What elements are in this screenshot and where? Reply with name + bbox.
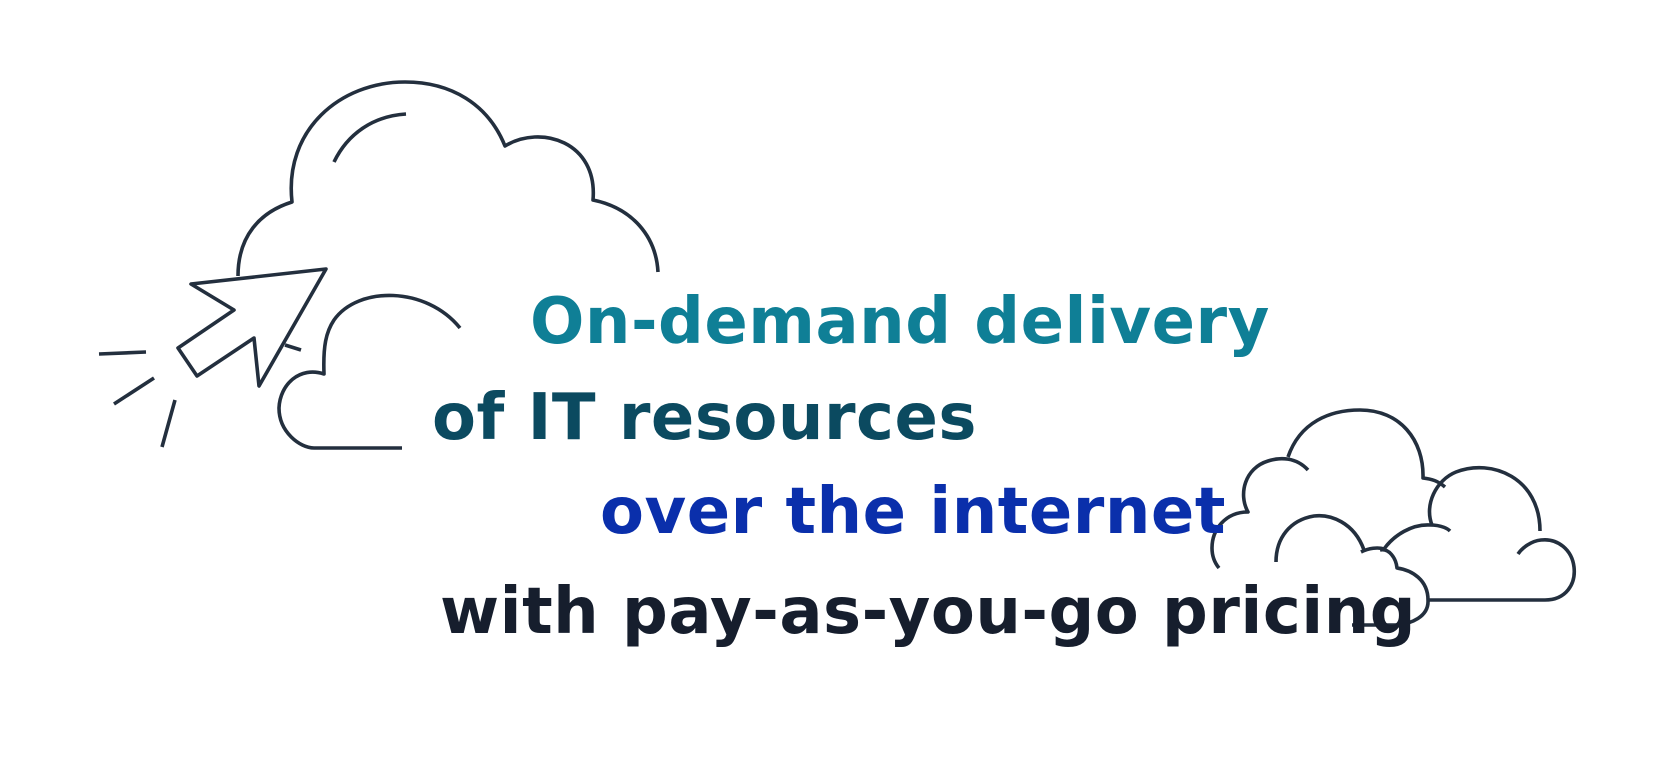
cloud-icon xyxy=(236,80,660,277)
headline-line-1: On-demand delivery xyxy=(530,285,1270,359)
headline-line-4: with pay-as-you-go pricing xyxy=(440,575,1417,649)
cloud-cluster-icon xyxy=(1210,408,1576,627)
cloud-icon xyxy=(277,293,462,450)
headline-line-3: over the internet xyxy=(600,475,1226,549)
cursor-arrow-icon xyxy=(98,267,328,448)
headline-line-2: of IT resources xyxy=(432,381,977,455)
